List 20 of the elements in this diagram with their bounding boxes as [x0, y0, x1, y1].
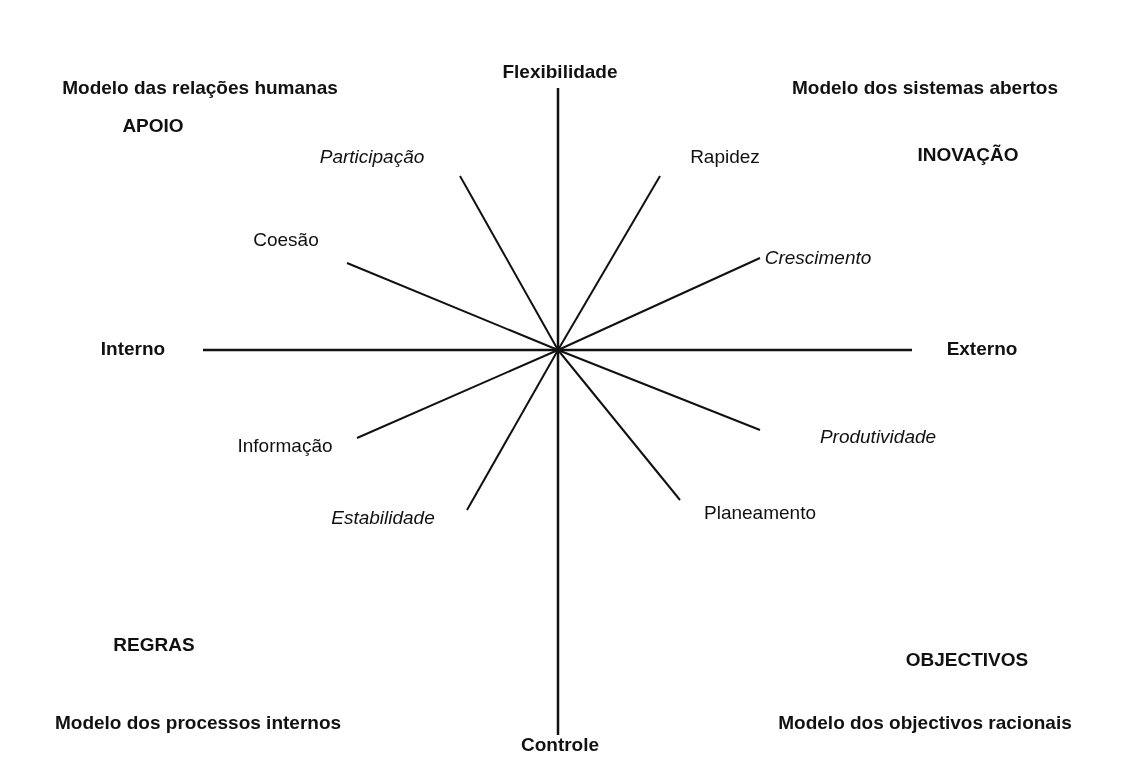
- heading-label: Flexibilidade: [502, 61, 618, 83]
- dimension-label: Produtividade: [819, 426, 937, 448]
- heading-label: Modelo dos processos internos: [54, 712, 342, 734]
- heading-label: INOVAÇÃO: [917, 144, 1019, 166]
- heading-label: Controle: [520, 734, 600, 756]
- dimension-label: Crescimento: [764, 247, 872, 269]
- heading-label: Modelo das relações humanas: [62, 77, 338, 99]
- dimension-label: Estabilidade: [331, 507, 435, 529]
- heading-label: Modelo dos sistemas abertos: [791, 77, 1059, 99]
- dimension-label: Coesão: [253, 229, 319, 251]
- dimension-label: Rapidez: [690, 146, 760, 168]
- heading-label: Externo: [946, 338, 1018, 360]
- heading-label: APOIO: [122, 115, 184, 137]
- heading-label: REGRAS: [113, 634, 195, 656]
- dimension-label: Participação: [319, 146, 425, 168]
- dimension-label: Planeamento: [704, 502, 816, 524]
- heading-label: OBJECTIVOS: [905, 649, 1029, 671]
- heading-label: Modelo dos objectivos racionais: [778, 712, 1072, 734]
- heading-label: Interno: [100, 338, 166, 360]
- dimension-label: Informação: [237, 435, 333, 457]
